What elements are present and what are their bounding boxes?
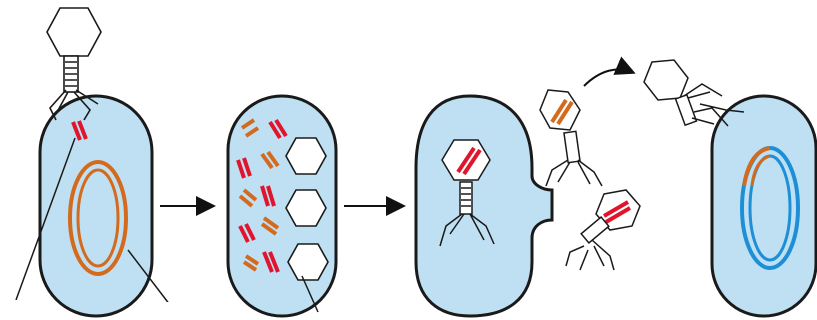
stage-lysis-release	[416, 69, 640, 316]
recipient-cell	[712, 96, 816, 316]
phage-assembly-icon	[286, 138, 328, 280]
released-phage-lower	[566, 190, 640, 270]
bursting-cell	[416, 96, 552, 316]
released-phage-upper	[540, 90, 602, 186]
stage-infection	[16, 8, 170, 316]
curved-arrow-release	[584, 69, 632, 86]
stage-transduction	[644, 60, 816, 316]
stage-replication	[228, 96, 336, 316]
label-box-1	[0, 300, 44, 320]
bacterium-cell-1	[40, 96, 152, 316]
label-box-2	[140, 302, 232, 320]
